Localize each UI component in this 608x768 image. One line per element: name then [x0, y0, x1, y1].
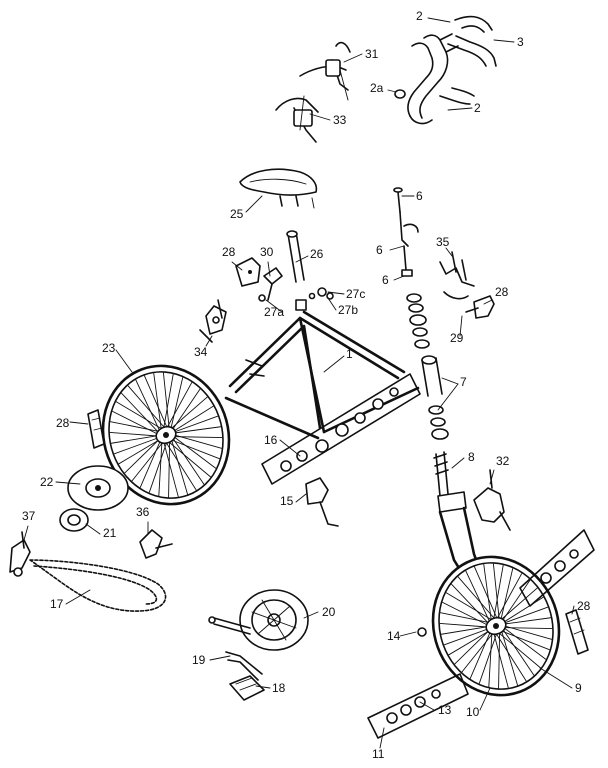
callout-37: 37: [22, 509, 36, 523]
callout-28-seat: 28: [222, 245, 236, 259]
front-brake-35: [439, 251, 475, 300]
seat-clamp-27: [308, 287, 334, 300]
callout-18: 18: [272, 681, 286, 695]
callout-22: 22: [40, 475, 54, 489]
callout-9: 9: [575, 681, 582, 695]
callout-labels: 2 2 2a 3 31 33 25 6 6 6 35 28 30 26 27c …: [22, 9, 591, 761]
chainring-20: [239, 589, 309, 651]
reflector-28-front: [465, 295, 495, 319]
reflector-28-wheel: [565, 609, 589, 655]
callout-2a: 2a: [370, 81, 384, 95]
callout-17: 17: [50, 597, 64, 611]
rear-axle-kit: [519, 529, 595, 607]
callout-10: 10: [466, 705, 480, 719]
front-wheel: [431, 555, 561, 697]
callout-27c: 27c: [346, 287, 365, 301]
callout-19: 19: [192, 653, 206, 667]
brake-lever-33: [275, 95, 319, 143]
callout-33: 33: [333, 113, 347, 127]
callout-31: 31: [365, 47, 379, 61]
callout-6-c: 6: [382, 273, 389, 287]
freewheel-21: [59, 508, 89, 532]
front-axle-kit-13: [367, 673, 469, 739]
reflector-bracket-30: [258, 267, 283, 302]
kickstand-15: [305, 477, 339, 527]
head-tube-7: [421, 355, 449, 440]
spoke-protector-22: [67, 465, 129, 511]
chain-17: [29, 559, 167, 612]
pedal-18: [229, 675, 265, 701]
bottom-bracket-16: [261, 373, 421, 485]
callout-7: 7: [460, 375, 467, 389]
callout-28-wheel: 28: [577, 599, 591, 613]
callout-20: 20: [322, 605, 336, 619]
saddle: [239, 168, 318, 209]
callout-26: 26: [310, 247, 324, 261]
front-brake-32: [473, 469, 511, 531]
headset-stack: [406, 293, 430, 349]
brake-lever-31: [299, 41, 351, 101]
callout-6-a: 6: [416, 189, 423, 203]
callout-28-rear: 28: [56, 416, 70, 430]
shifter-36: [139, 529, 173, 559]
callout-35: 35: [436, 235, 450, 249]
seat-post: [286, 230, 305, 283]
callout-23: 23: [102, 341, 116, 355]
callout-27a: 27a: [264, 305, 284, 319]
callout-11: 11: [372, 747, 385, 761]
callout-3: 3: [517, 35, 524, 49]
crank-arm-19: [208, 616, 263, 681]
rear-brake-caliper-34: [199, 299, 227, 343]
callout-6-b: 6: [376, 243, 383, 257]
handlebar: [394, 15, 497, 125]
callout-8: 8: [468, 450, 475, 464]
callout-27b: 27b: [338, 303, 358, 317]
reflector-28-rear: [87, 409, 105, 449]
callout-15: 15: [280, 494, 294, 508]
leader-lines: [23, 17, 575, 749]
stem-bolt: [393, 187, 419, 277]
callout-28-front: 28: [495, 285, 509, 299]
frame: [224, 299, 420, 440]
callout-36: 36: [136, 505, 150, 519]
callout-2-top: 2: [416, 9, 423, 23]
callout-21: 21: [103, 526, 117, 540]
callout-25: 25: [230, 207, 244, 221]
callout-16: 16: [264, 433, 278, 447]
callout-30: 30: [260, 245, 274, 259]
washer-14: [417, 627, 427, 637]
callout-34: 34: [194, 345, 208, 359]
reflector-28-seat: [235, 257, 261, 287]
callout-32: 32: [496, 454, 510, 468]
derailleur-37: [9, 531, 31, 577]
callout-13: 13: [438, 703, 452, 717]
callout-29: 29: [450, 331, 464, 345]
callout-1: 1: [346, 347, 353, 361]
callout-2-bottom: 2: [474, 101, 481, 115]
rear-wheel: [101, 364, 231, 506]
callout-14: 14: [387, 629, 401, 643]
